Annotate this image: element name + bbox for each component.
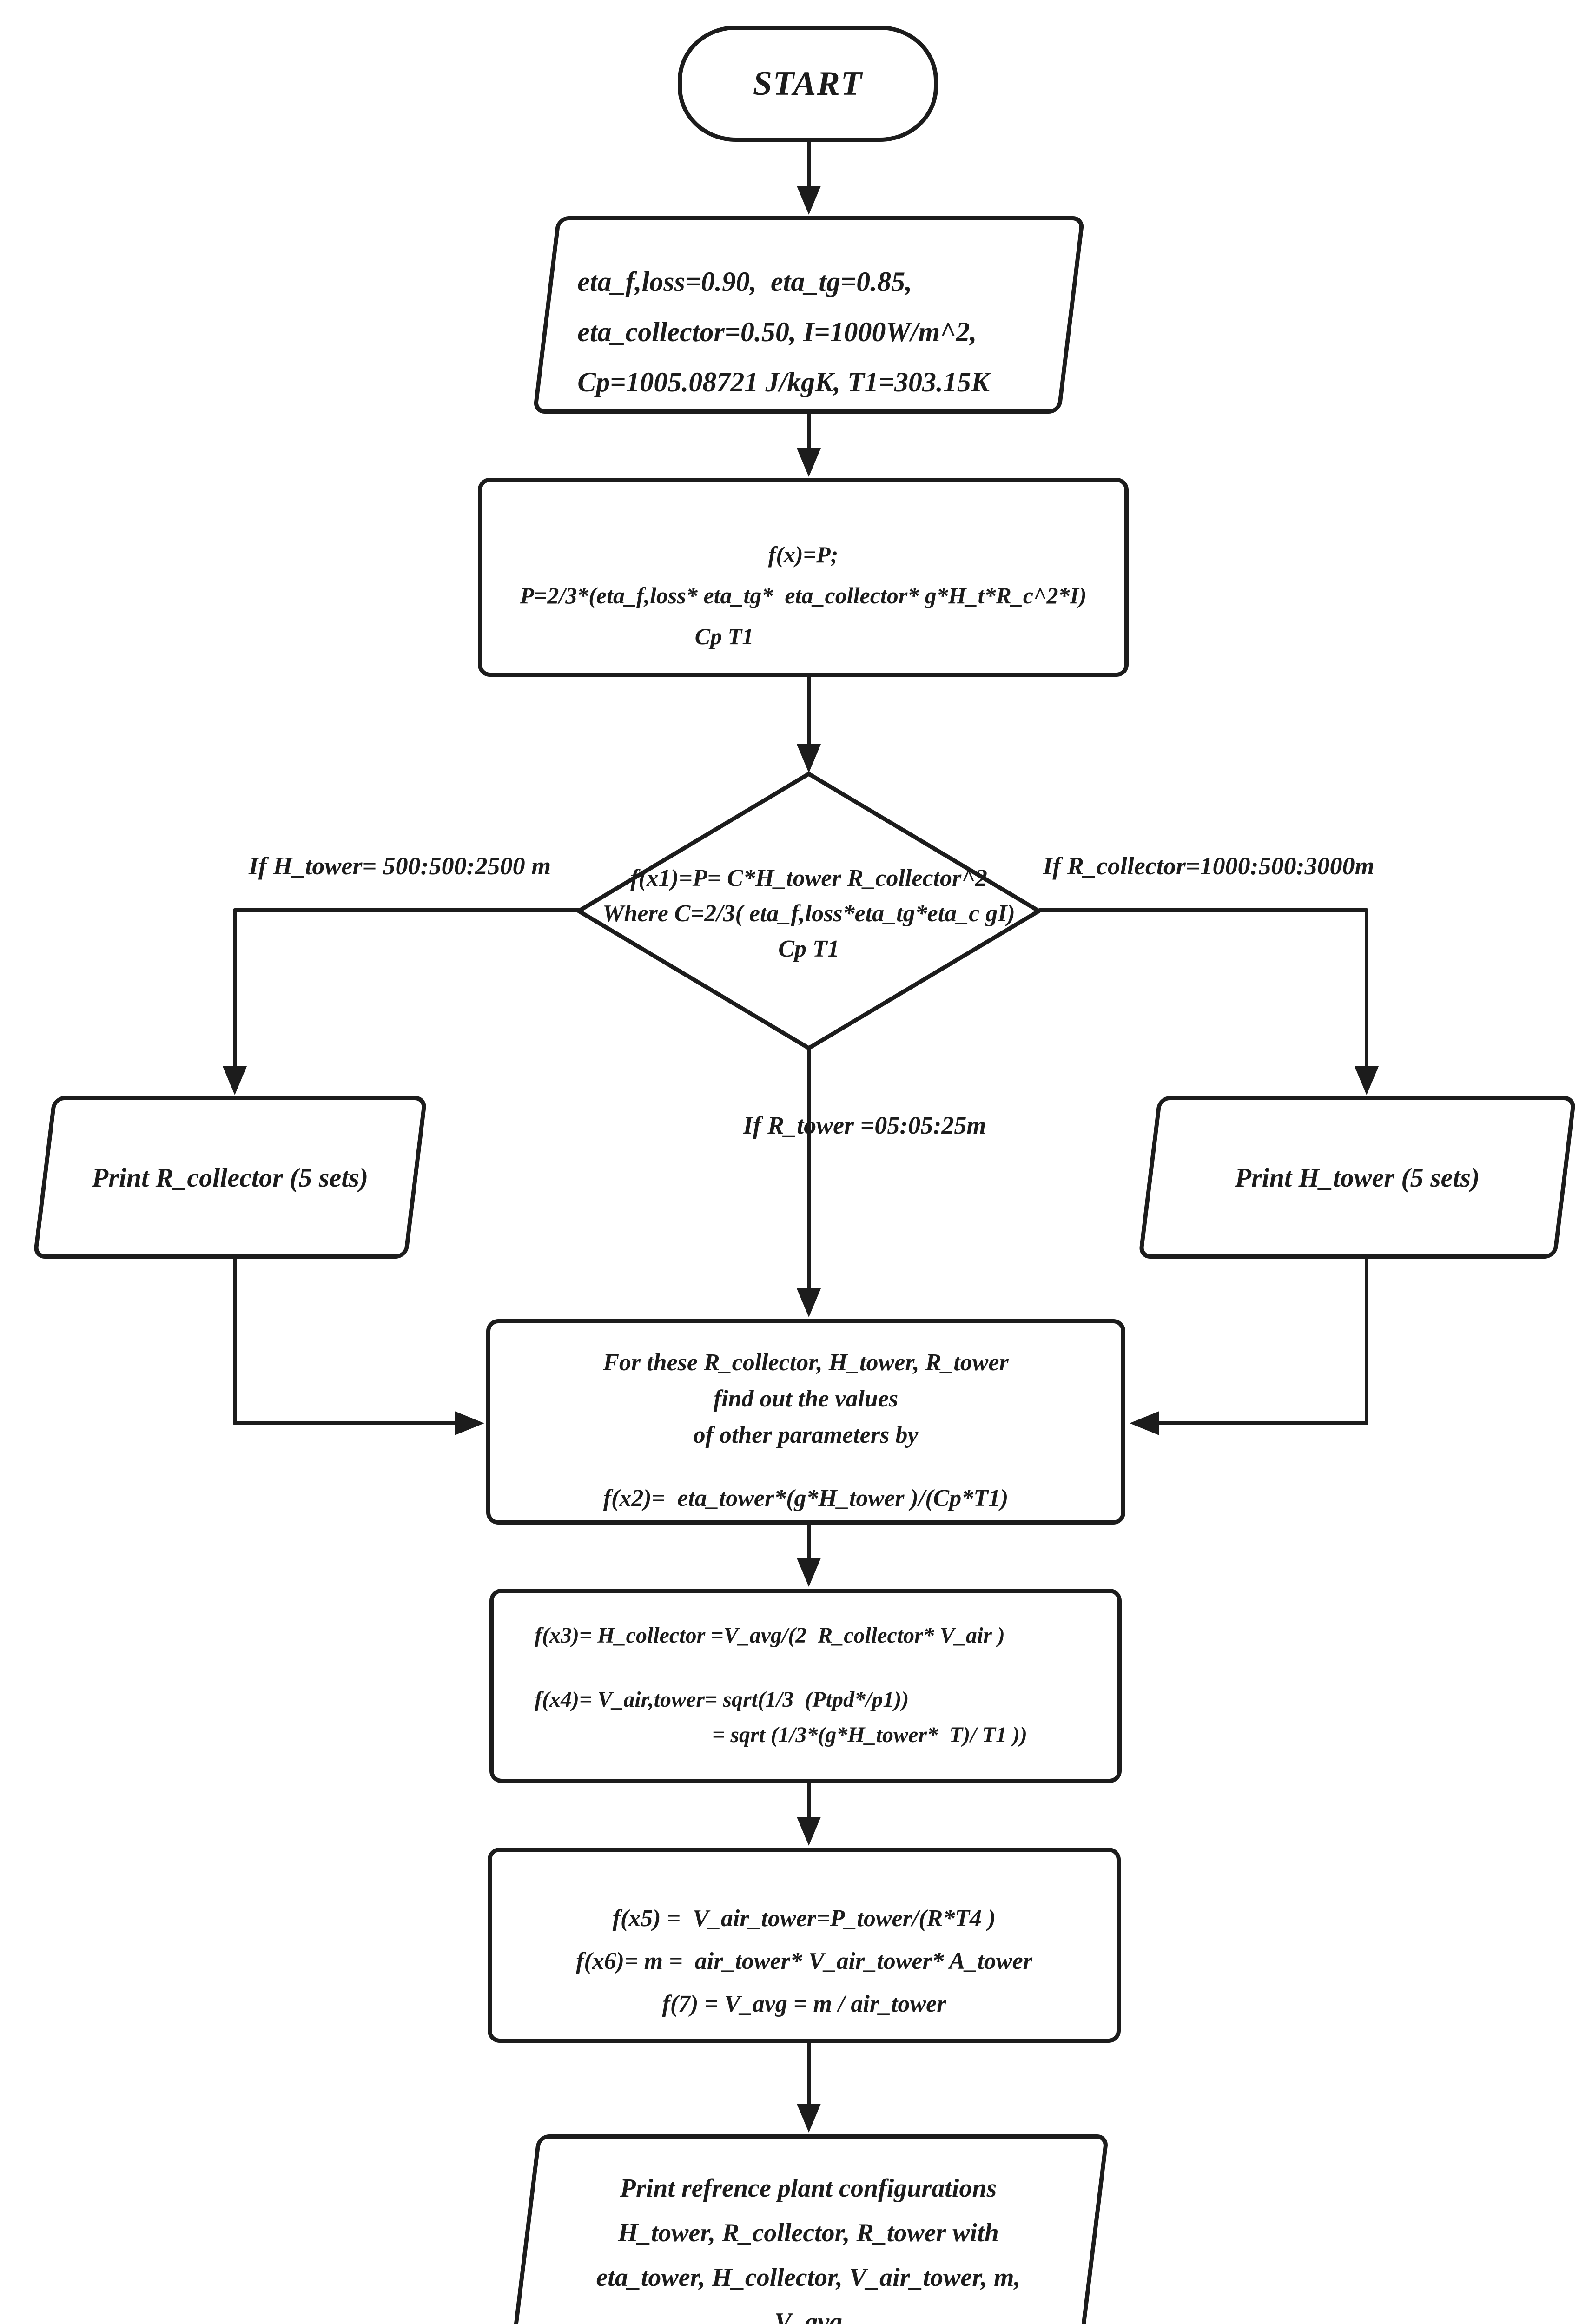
start-label: START — [753, 64, 863, 103]
print-config-text: Print refrence plant configurations H_to… — [527, 2139, 1090, 2324]
node-print-config: Print refrence plant configurations H_to… — [508, 2134, 1109, 2324]
node-power-equation: f(x)=P; P=2/3*(eta_f,loss* eta_tg* eta_c… — [478, 478, 1129, 677]
arrowhead-into-find-parameters-right — [1130, 1411, 1159, 1435]
arrowhead-into-print-config — [797, 2104, 821, 2133]
tower-equations-line-2: f(x6)= m = air_tower* V_air_tower* A_tow… — [576, 1948, 1032, 1974]
arrowhead-into-print-h-tower — [1355, 1066, 1379, 1095]
arrowhead-into-collector-equations — [797, 1558, 821, 1587]
arrowhead-into-find-parameters-top — [797, 1288, 821, 1317]
arrowhead-into-find-parameters-left — [455, 1411, 484, 1435]
node-find-parameters: For these R_collector, H_tower, R_tower … — [486, 1319, 1125, 1525]
find-parameters-line-3: of other parameters by — [693, 1422, 919, 1448]
power-equation-line-3: Cp T1 — [694, 623, 754, 649]
connector-decision-to-print-r-collector — [233, 908, 579, 1066]
find-parameters-fx2-equation: f(x2)= eta_tower*(g*H_tower )/(Cp*T1) — [603, 1485, 1009, 1512]
print-r-collector-label: Print R_collector (5 sets) — [92, 1162, 369, 1193]
node-collector-equations: f(x3)= H_collector =V_avg/(2 R_collector… — [489, 1589, 1122, 1783]
node-decision-text: f(x1)=P= C*H_tower R_collector^2 Where C… — [530, 861, 1088, 967]
arrowhead-into-tower-equations — [797, 1817, 821, 1846]
decision-line-1: f(x1)=P= C*H_tower R_collector^2 — [630, 865, 987, 891]
print-r-collector-text: Print R_collector (5 sets) — [47, 1100, 413, 1254]
tower-equations-line-3: f(7) = V_avg = m / air_tower — [662, 1991, 946, 2017]
connector-print-r-collector-to-find-parameters — [233, 1259, 456, 1425]
decision-line-2: Where C=2/3( eta_f,loss*eta_tg*eta_c gI) — [602, 900, 1015, 927]
connector-decision-to-print-h-tower — [1039, 908, 1368, 1066]
node-print-r-collector: Print R_collector (5 sets) — [33, 1096, 428, 1259]
connector-print-h-tower-to-find-parameters — [1158, 1259, 1368, 1425]
arrowhead-into-decision — [797, 744, 821, 773]
arrowhead-into-print-r-collector — [223, 1066, 247, 1095]
node-tower-equations: f(x5) = V_air_tower=P_tower/(R*T4 ) f(x6… — [488, 1848, 1121, 2043]
print-h-tower-text: Print H_tower (5 sets) — [1152, 1100, 1562, 1254]
print-h-tower-label: Print H_tower (5 sets) — [1235, 1162, 1480, 1193]
edge-label-h-tower-branch: If H_tower= 500:500:2500 m — [248, 852, 551, 880]
collector-equations-line-2: f(x4)= V_air,tower= sqrt(1/3 (Ptpd*/p1)) — [535, 1687, 909, 1712]
node-input-parameters: eta_f,loss=0.90, eta_tg=0.85, eta_collec… — [532, 216, 1085, 414]
edge-label-r-collector-branch: If R_collector=1000:500:3000m — [1043, 852, 1375, 880]
edge-label-r-tower-branch: If R_tower =05:05:25m — [743, 1111, 986, 1139]
find-parameters-line-2: find out the values — [713, 1386, 899, 1412]
decision-diamond-shape — [576, 772, 1041, 1050]
print-config-line-4: V_avg — [774, 2308, 843, 2324]
collector-equations-line-1: f(x3)= H_collector =V_avg/(2 R_collector… — [535, 1623, 1005, 1648]
arrowhead-into-inputs — [797, 186, 821, 215]
print-config-line-3: eta_tower, H_collector, V_air_tower, m, — [596, 2263, 1021, 2292]
collector-equations-line-3: = sqrt (1/3*(g*H_tower* T)/ T1 )) — [712, 1723, 1027, 1747]
input-parameters-line-1: eta_f,loss=0.90, eta_tg=0.85, — [577, 266, 912, 297]
arrowhead-into-power — [797, 448, 821, 477]
input-parameters-text: eta_f,loss=0.90, eta_tg=0.85, eta_collec… — [547, 220, 1111, 446]
find-parameters-line-1: For these R_collector, H_tower, R_tower — [603, 1349, 1009, 1376]
input-parameters-line-3: Cp=1005.08721 J/kgK, T1=303.15K — [577, 367, 990, 397]
tower-equations-line-1: f(x5) = V_air_tower=P_tower/(R*T4 ) — [612, 1905, 996, 1932]
power-equation-line-1: f(x)=P; — [768, 541, 839, 568]
node-start-terminal: START — [678, 26, 938, 142]
print-config-line-1: Print refrence plant configurations — [620, 2174, 997, 2203]
print-config-line-2: H_tower, R_collector, R_tower with — [618, 2218, 999, 2247]
input-parameters-line-2: eta_collector=0.50, I=1000W/m^2, — [577, 317, 977, 347]
power-equation-line-2: P=2/3*(eta_f,loss* eta_tg* eta_collector… — [520, 582, 1087, 608]
node-print-h-tower: Print H_tower (5 sets) — [1138, 1096, 1577, 1259]
decision-line-3: Cp T1 — [778, 936, 839, 962]
